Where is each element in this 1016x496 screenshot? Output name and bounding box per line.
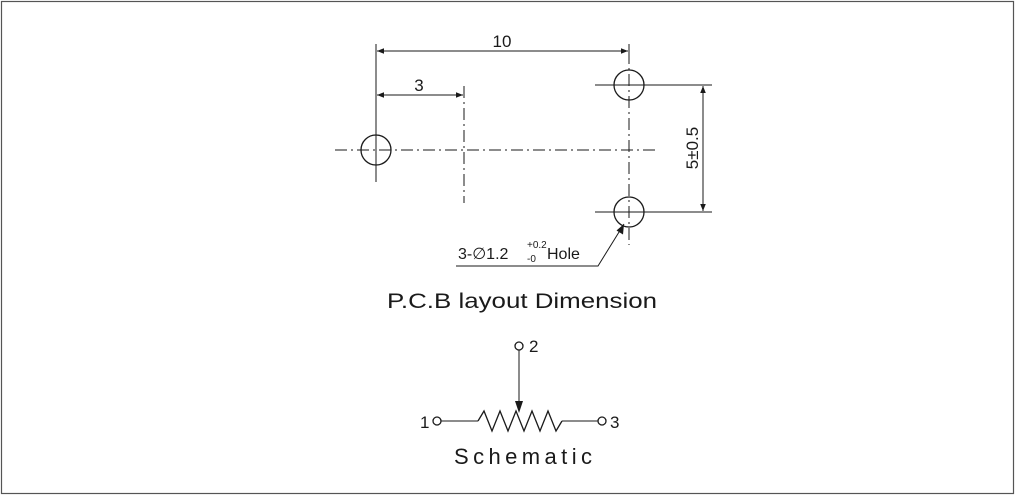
dim-10-label: 10 <box>493 32 512 51</box>
hole-tolerance-minus: -0 <box>527 254 536 265</box>
hole-callout-leader <box>456 223 625 267</box>
schematic-title: Schematic <box>454 444 592 469</box>
hole-2 <box>613 69 645 101</box>
pin-3-terminal <box>597 416 607 426</box>
dim-5-label: 5±0.5 <box>683 127 702 169</box>
hole-3 <box>613 196 645 228</box>
dim-3-label: 3 <box>414 76 423 95</box>
hole-1 <box>360 134 392 166</box>
hole-callout-prefix: 3-∅1.2 <box>458 246 509 263</box>
pcb-layout: 10 3 5±0.5 3-∅1.2 +0.2 -0 Hole P.C.B lay… <box>335 32 712 313</box>
wiper-arrow <box>515 401 523 413</box>
hole-callout-arrow <box>616 224 624 235</box>
pin-2-label: 2 <box>529 337 538 356</box>
pin-2-terminal <box>514 341 524 351</box>
schematic: 2 1 3 Schematic <box>420 337 619 469</box>
hole-callout-text: 3-∅1.2 <box>458 246 509 263</box>
resistor-element <box>477 409 563 433</box>
pin-3-label: 3 <box>610 413 619 432</box>
pcb-layout-title: P.C.B layout Dimension <box>387 290 657 313</box>
pin-1-label: 1 <box>420 413 429 432</box>
pin-1-terminal <box>432 416 442 426</box>
hole-tolerance-plus: +0.2 <box>527 240 547 251</box>
hole-callout-suffix: Hole <box>547 246 580 263</box>
